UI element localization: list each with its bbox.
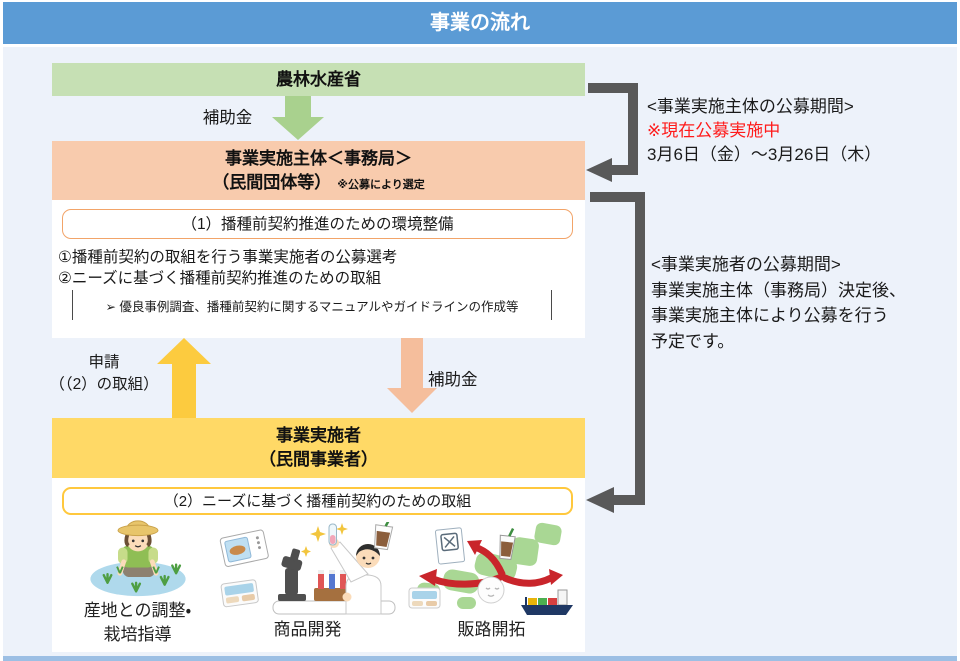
up-arrow-icon: [157, 338, 211, 418]
recruitment-period-secretariat: <事業実施主体の公募期間> ※現在公募実施中 3月6日（金）～3月26日（木）: [647, 95, 881, 167]
secretariat-line2: （民間団体等） ※公募により選定: [52, 171, 585, 197]
figure-cultivation: 産地との調整・ 栽培指導: [60, 518, 215, 647]
figure-market-development: 販路開拓: [404, 522, 579, 642]
period1-dates: 3月6日（金）～3月26日（木）: [647, 145, 882, 164]
bracket-arrow-bottom-icon: [586, 192, 645, 513]
period2-line1: 事業実施主体（事務局）決定後、: [651, 280, 906, 300]
bracket-arrow-top-icon: [586, 83, 638, 182]
secretariat-note: ※公募により選定: [337, 179, 425, 191]
implementer-line2: （民間事業者）: [259, 450, 378, 469]
task2-heading: （2）ニーズに基づく播種前契約のための取組: [62, 487, 573, 515]
ministry-box: 農林水産省: [52, 63, 585, 96]
diagram-area: 農林水産省 補助金 事業実施主体＜事務局＞ （民間団体等） ※公募により選定 （1…: [3, 47, 957, 661]
japan-map-export-illustration-icon: [408, 522, 573, 615]
figure-caption: 販路開拓: [457, 620, 526, 639]
task1-item-1: ①播種前契約の取組を行う事業実施者の公募選考: [58, 249, 398, 266]
farmer-planting-illustration-icon: [89, 520, 186, 597]
figure-caption: 産地との調整・ 栽培指導: [83, 601, 192, 644]
figure-product-development: 商品開発: [215, 522, 400, 642]
down-arrow-icon: [387, 338, 437, 413]
apply-label-line2: （（2）の取組）: [49, 376, 159, 393]
secretariat-box: 事業実施主体＜事務局＞ （民間団体等） ※公募により選定: [52, 141, 585, 200]
recruitment-period-implementer: <事業実施者の公募期間> 事業実施主体（事務局）決定後、 事業実施主体により公募…: [651, 252, 906, 354]
page-title: 事業の流れ: [3, 2, 957, 44]
period2-title: <事業実施者の公募期間>: [651, 255, 841, 274]
subsidy-label-top: 補助金: [202, 109, 253, 127]
task1-heading: （1）播種前契約推進のための環境整備: [62, 209, 573, 239]
figure-caption: 商品開発: [273, 620, 342, 639]
period2-line2: 事業実施主体により公募を行う: [651, 306, 889, 325]
apply-label-line1: 申請: [88, 354, 120, 371]
period1-status: ※現在公募実施中: [647, 121, 781, 140]
task2-card: （2）ニーズに基づく播種前契約のための取組: [52, 478, 585, 652]
task1-sub-item: ➢ 優良事例調査、播種前契約に関するマニュアルやガイドラインの作成等: [72, 290, 552, 320]
apply-label: 申請 （（2）の取組）: [38, 352, 170, 396]
period2-line3: 予定です。: [651, 331, 735, 351]
implementer-box: 事業実施者 （民間事業者）: [52, 418, 585, 478]
task1-card: （1）播種前契約推進のための環境整備 ①播種前契約の取組を行う事業実施者の公募選…: [52, 200, 585, 338]
secretariat-line2-text: （民間団体等）: [212, 173, 332, 192]
down-arrow-icon: [272, 96, 324, 140]
implementer-line1: 事業実施者: [276, 426, 361, 445]
subsidy-label-mid: 補助金: [428, 371, 478, 389]
period1-title: <事業実施主体の公募期間>: [647, 97, 854, 116]
lab-researcher-illustration-icon: [219, 522, 395, 615]
task1-item-2: ②ニーズに基づく播種前契約推進のための取組: [58, 270, 382, 287]
secretariat-line1: 事業実施主体＜事務局＞: [225, 149, 412, 168]
